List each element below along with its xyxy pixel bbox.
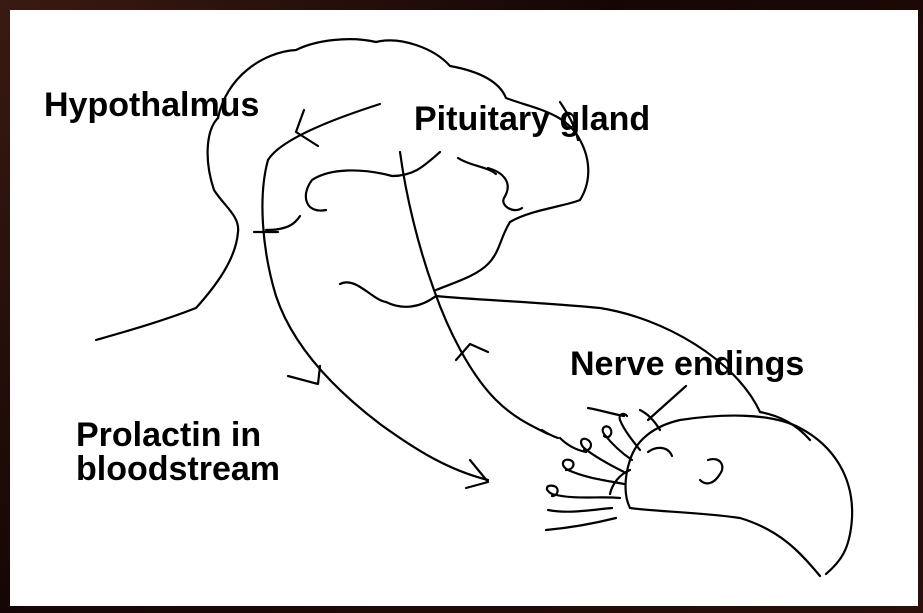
neck: [340, 282, 436, 306]
nerve-ending-5: [620, 414, 640, 450]
nerve-endings-pointer: [648, 386, 686, 420]
nerve-pathway: [400, 152, 548, 434]
label-nerve-endings: Nerve endings: [570, 347, 804, 381]
nerve-ending-6: [548, 508, 612, 512]
nerve-ending-7: [546, 518, 616, 530]
ear-detail-2: [458, 158, 496, 174]
nerve-ending-1: [547, 486, 620, 498]
prolactin-arrow-1: [288, 366, 320, 384]
breast-lower: [626, 460, 821, 576]
nerve-ending-9: [542, 430, 558, 438]
label-pituitary-gland: Pituitary gland: [414, 102, 650, 136]
head-back: [96, 118, 238, 340]
label-prolactin: Prolactin in bloodstream: [76, 418, 280, 486]
nipple-mark: [700, 459, 722, 483]
head-outline: [218, 39, 588, 290]
label-prolactin-line2: bloodstream: [76, 452, 280, 486]
nerve-ending-2: [563, 460, 624, 484]
label-prolactin-line1: Prolactin in: [76, 418, 280, 452]
hypothalamus-pointer: [266, 216, 300, 230]
arm: [760, 412, 810, 440]
breast-tip: [648, 448, 672, 456]
breast-outline: [630, 416, 852, 574]
ear-detail: [488, 168, 522, 210]
ear: [306, 152, 440, 211]
nerve-tick-1: [588, 408, 624, 416]
prolactin-pathway: [262, 104, 488, 480]
nerve-ending-3: [581, 439, 624, 472]
label-hypothalamus: Hypothalmus: [44, 88, 259, 122]
